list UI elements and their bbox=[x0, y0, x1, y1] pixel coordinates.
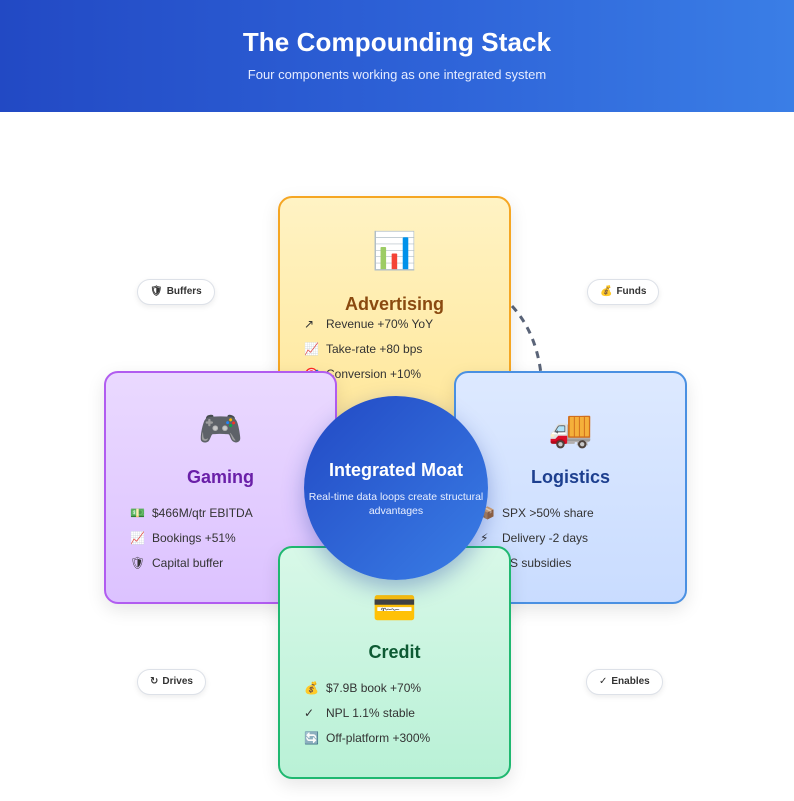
logistics-title: Logistics bbox=[530, 467, 610, 487]
bar-chart-icon: 📊 bbox=[372, 230, 417, 271]
buffers-label: 🛡Buffers bbox=[137, 279, 215, 305]
check-icon: ✓ bbox=[599, 676, 608, 687]
list-item: 📈Take-rate +80 bps bbox=[304, 336, 433, 361]
list-item: 🛡Capital buffer bbox=[130, 550, 253, 575]
money-bag-icon: 💰 bbox=[304, 680, 319, 695]
advertising-title: Advertising bbox=[344, 294, 445, 314]
list-item: ↗Revenue +70% YoY bbox=[304, 311, 433, 336]
list-item: 🔄Off-platform +300% bbox=[304, 725, 430, 750]
lightning-icon: ⚡ bbox=[480, 530, 489, 545]
page-title: The Compounding Stack bbox=[242, 27, 552, 57]
shield-icon: 🛡 bbox=[130, 555, 146, 570]
shield-icon: 🛡 bbox=[150, 286, 163, 297]
list-item: 💵$466M/qtr EBITDA bbox=[130, 500, 253, 525]
delivery-truck-icon: 🚚 bbox=[548, 408, 593, 449]
advertising-metrics: ↗Revenue +70% YoY 📈Take-rate +80 bps 🎯Co… bbox=[304, 311, 433, 386]
connector-arc bbox=[510, 304, 543, 375]
list-item: 📈Bookings +51% bbox=[130, 525, 253, 550]
enables-label: ✓Enables bbox=[586, 669, 663, 695]
credit-card: 💳 Credit 💰$7.9B book +70% ✓NPL 1.1% stab… bbox=[278, 546, 511, 779]
refresh-icon: 🔄 bbox=[304, 730, 319, 745]
list-item: 💰$7.9B book +70% bbox=[304, 675, 430, 700]
diagram-stage: 📊 Advertising ↗Revenue +70% YoY 📈Take-ra… bbox=[0, 112, 794, 801]
gaming-metrics: 💵$466M/qtr EBITDA 📈Bookings +51% 🛡Capita… bbox=[130, 500, 253, 575]
funds-label: 💰Funds bbox=[587, 279, 660, 305]
advertising-card: 📊 Advertising ↗Revenue +70% YoY 📈Take-ra… bbox=[278, 196, 511, 429]
cycle-arrows-icon: ↻ bbox=[150, 676, 159, 687]
trend-up-arrow-icon: ↗ bbox=[304, 316, 315, 331]
list-item: 📦SPX >50% share bbox=[480, 500, 594, 525]
list-item: ⚡Delivery -2 days bbox=[480, 525, 594, 550]
credit-title: Credit bbox=[368, 642, 421, 662]
drives-label: ↻Drives bbox=[137, 669, 206, 695]
header-banner: The Compounding Stack Four components wo… bbox=[0, 0, 794, 112]
list-item: ✓NPL 1.1% stable bbox=[304, 700, 430, 725]
check-icon: ✓ bbox=[304, 705, 315, 720]
page-subtitle: Four components working as one integrate… bbox=[247, 67, 547, 82]
gaming-title: Gaming bbox=[186, 467, 254, 487]
moat-title: Integrated Moat bbox=[328, 460, 463, 480]
chart-increasing-icon: 📈 bbox=[304, 341, 319, 356]
integrated-moat-circle: Integrated Moat Real-time data loops cre… bbox=[304, 396, 488, 580]
chart-increasing-icon: 📈 bbox=[130, 530, 145, 545]
dashed-connector-arc bbox=[510, 304, 543, 375]
credit-card-icon: 💳 bbox=[372, 587, 417, 628]
money-icon: 💵 bbox=[130, 505, 145, 520]
money-bag-icon: 💰 bbox=[600, 286, 613, 297]
game-controller-icon: 🎮 bbox=[198, 408, 243, 449]
moat-subtitle: Real-time data loops create structural a… bbox=[308, 491, 484, 517]
credit-metrics: 💰$7.9B book +70% ✓NPL 1.1% stable 🔄Off-p… bbox=[304, 675, 430, 750]
